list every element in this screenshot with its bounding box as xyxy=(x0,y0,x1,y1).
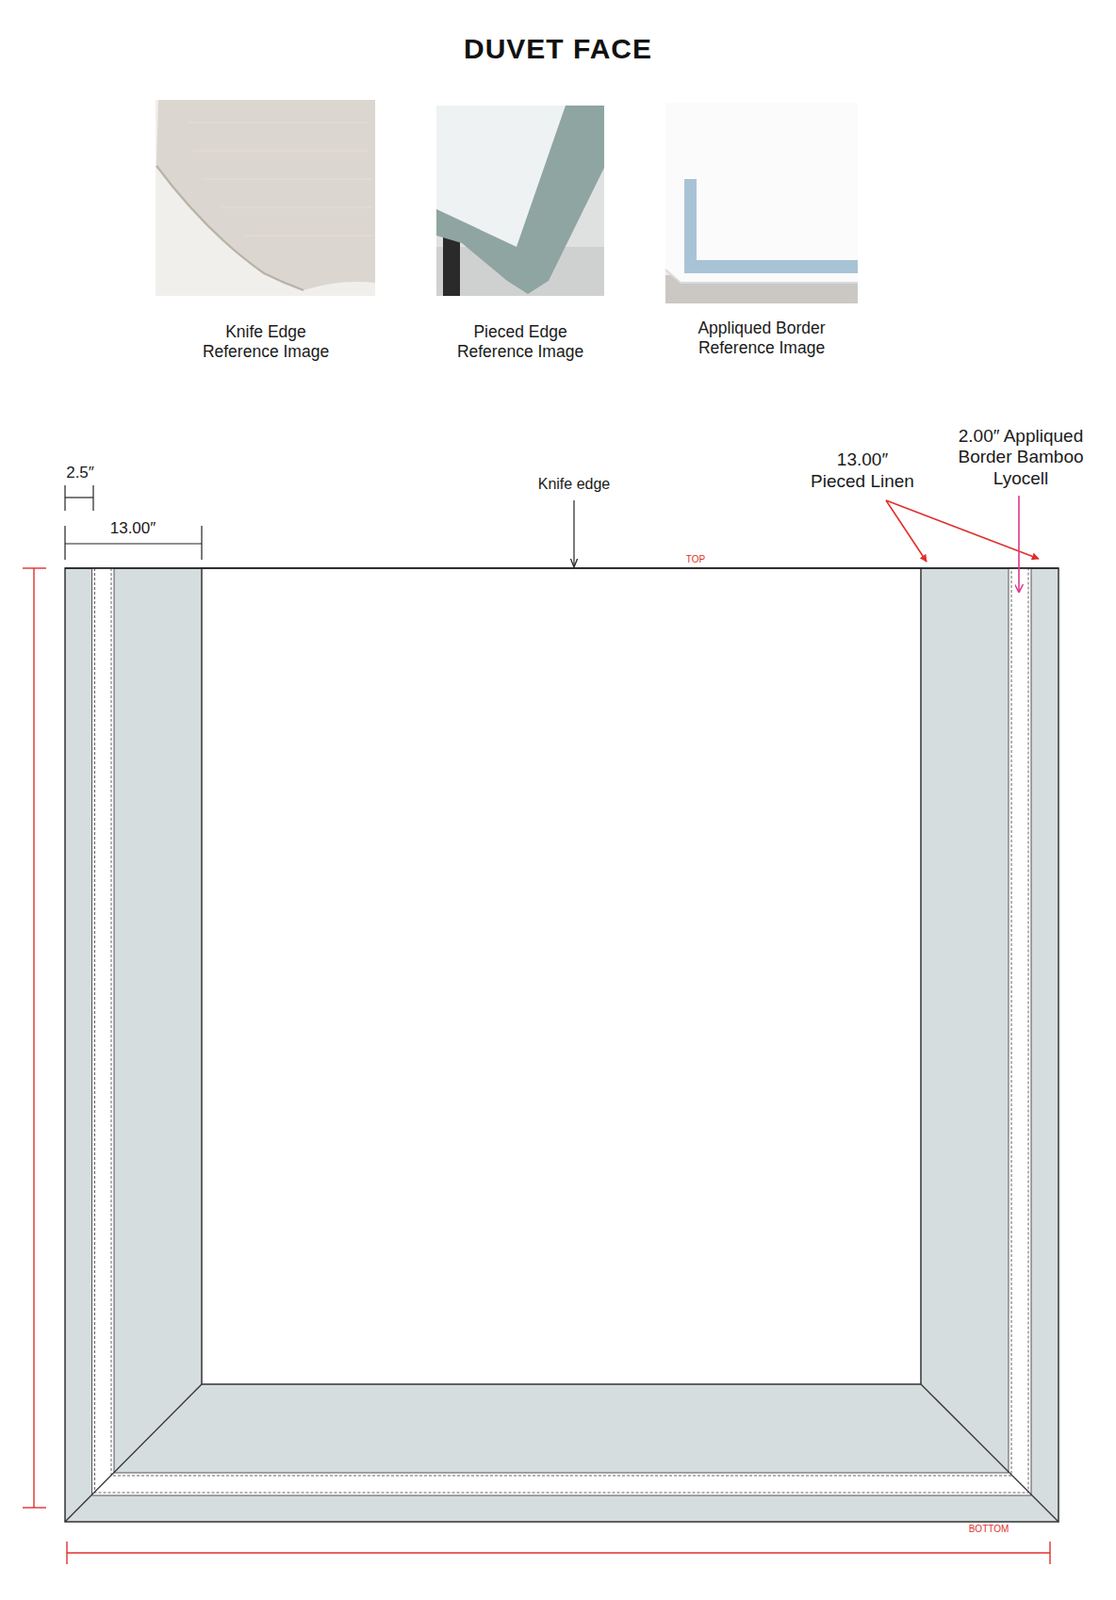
dimension-label: 2.5″ xyxy=(65,463,95,483)
duvet-fold xyxy=(665,269,858,283)
dimension-bracket xyxy=(65,485,202,560)
image-caption: Pieced Edge Reference Image xyxy=(449,322,591,362)
pieced-linen-band xyxy=(65,568,1059,1523)
dimension-label: 13.00″ xyxy=(110,519,157,539)
pillow-piping xyxy=(156,165,304,291)
knife-edge-photo xyxy=(155,99,376,296)
leader-line xyxy=(1017,495,1020,592)
callout-label: 13.00″ Pieced Linen xyxy=(808,449,917,493)
stitch-line xyxy=(111,568,1012,1477)
pieced-edge-photo xyxy=(436,105,605,296)
pillow-texture xyxy=(188,122,374,236)
page-title: DUVET FACE xyxy=(463,32,653,66)
photo-ground xyxy=(155,99,376,296)
callout-label: 2.00″ Appliqued Border Bamboo Lyocell xyxy=(956,426,1086,491)
bracket-tick xyxy=(200,525,202,560)
bracket-line xyxy=(65,542,202,544)
leader-line xyxy=(886,500,927,562)
height-dimension xyxy=(32,568,34,1509)
stitch-line xyxy=(95,568,1030,1494)
edge-marker: TOP xyxy=(686,554,706,566)
photo-ground xyxy=(436,105,605,296)
miter-seam xyxy=(65,1384,202,1523)
bracket-tick xyxy=(64,525,66,560)
dimension-tick xyxy=(22,1507,47,1509)
width-dimension xyxy=(66,1552,1051,1554)
knife-edge-line xyxy=(65,567,1059,570)
duvet-center xyxy=(201,568,921,1385)
image-caption: Appliqued Border Reference Image xyxy=(690,318,833,359)
bed-leg xyxy=(443,235,460,296)
dimension-tick xyxy=(22,567,47,569)
photo-ground xyxy=(665,102,858,304)
overall-dimension xyxy=(22,568,1051,1565)
image-caption: Knife Edge Reference Image xyxy=(195,322,337,362)
appliqued-border xyxy=(92,568,1033,1496)
duvet-face xyxy=(65,568,1059,1523)
leader-line xyxy=(886,500,1039,559)
pillow-body xyxy=(156,99,376,291)
appliqued-border-photo xyxy=(665,102,858,304)
duvet-border xyxy=(684,179,858,274)
duvet-band xyxy=(436,105,605,295)
callout-label: Knife edge xyxy=(538,475,611,493)
leader-line xyxy=(573,500,575,567)
duvet-white xyxy=(665,102,858,283)
edge-marker: BOTTOM xyxy=(968,1524,1010,1536)
dimension-tick xyxy=(1049,1542,1051,1565)
miter-seam xyxy=(920,1384,1059,1523)
bracket-line xyxy=(65,496,94,498)
dimension-tick xyxy=(65,1542,67,1565)
